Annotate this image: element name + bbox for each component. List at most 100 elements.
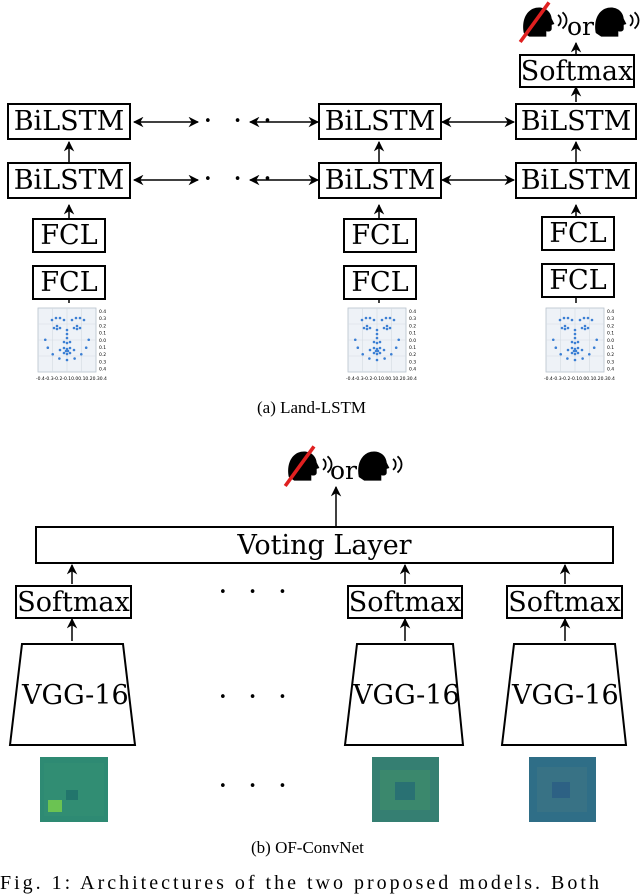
landmark-point: [576, 346, 580, 350]
bilstm-top-left: BiLSTM: [7, 103, 131, 140]
softmax-box: Softmax: [519, 54, 635, 88]
landmark-plot-ytick: 0.2: [99, 323, 106, 329]
landmark-point: [563, 327, 567, 331]
landmark-point: [572, 349, 576, 353]
landmark-point: [65, 352, 69, 356]
landmark-point: [394, 346, 398, 350]
landmark-point: [385, 327, 389, 331]
convnet-arrows: [66, 485, 571, 641]
softmax-box-right: Softmax: [506, 585, 623, 619]
bilstm-bottom-left: BiLSTM: [7, 162, 131, 199]
landmark-point: [375, 328, 379, 332]
landmark-point: [368, 357, 371, 360]
landmark-point: [562, 316, 566, 320]
landmark-point: [392, 318, 396, 322]
landmark-plot-ytick: 0.4: [99, 309, 106, 315]
landmark-plot-ytick: 0.4: [409, 367, 416, 373]
landmark-point: [586, 326, 590, 330]
output-or-text-a: or: [567, 12, 595, 41]
landmark-point: [62, 340, 66, 344]
landmark-point: [58, 326, 62, 330]
not-speaking-icon: [518, 1, 568, 44]
landmark-point: [595, 338, 599, 342]
landmark-point: [79, 352, 83, 356]
landmark-point: [375, 336, 379, 340]
landmark-plot-ytick: 0.3: [607, 316, 614, 322]
landmark-point: [375, 352, 379, 356]
lstm-horizontal-arrows: [132, 116, 516, 186]
ellipsis-b-softmax: • • •: [219, 585, 296, 600]
ellipsis-a-bottom: • • •: [204, 172, 281, 187]
landmark-plot-ytick: 0.1: [99, 331, 106, 337]
landmark-point: [554, 346, 558, 350]
figure-caption: Fig. 1: Architectures of the two propose…: [0, 872, 602, 894]
landmark-point: [397, 338, 401, 342]
caption-a: (a) Land-LSTM: [257, 398, 367, 417]
landmark-point: [82, 318, 86, 322]
landmark-point: [75, 324, 79, 328]
landmark-plot-ytick: 0.4: [409, 309, 416, 315]
bilstm-top-middle: BiLSTM: [318, 103, 442, 140]
landmark-point: [65, 336, 69, 340]
landmark-point: [360, 318, 364, 322]
landmark-point: [592, 346, 596, 350]
landmark-point: [581, 357, 584, 360]
vgg-label-middle: VGG-16: [353, 680, 460, 711]
landmark-point: [73, 357, 76, 360]
landmark-point: [583, 327, 587, 331]
bilstm-top-right: BiLSTM: [515, 103, 637, 140]
landmark-point: [563, 324, 567, 328]
landmark-point: [566, 326, 570, 330]
ellipsis-b-vgg: • • •: [219, 690, 296, 705]
landmark-point: [375, 341, 379, 345]
landmark-point: [353, 338, 357, 342]
voting-layer-box: Voting Layer: [35, 526, 614, 564]
landmark-point: [64, 349, 68, 353]
landmark-point: [570, 351, 574, 355]
landmark-point: [566, 348, 570, 352]
landmark-plot-ytick: 0.3: [99, 316, 106, 322]
landmark-point: [65, 347, 69, 351]
landmark-plot-ytick: 0.0: [607, 338, 614, 344]
landmark-point: [84, 346, 88, 350]
landmark-point: [68, 340, 72, 344]
landmark-point: [576, 340, 580, 344]
landmark-plot-ytick: 0.3: [99, 359, 106, 365]
landmark-plot-ytick: 0.2: [99, 352, 106, 358]
landmark-point: [586, 316, 590, 320]
caption-b: (b) OF-ConvNet: [251, 838, 364, 857]
landmark-point: [570, 340, 574, 344]
landmark-plot-ytick: 0.1: [99, 345, 106, 351]
landmark-point: [72, 326, 76, 330]
landmark-point: [573, 358, 577, 362]
landmark-point: [576, 351, 580, 355]
landmark-point: [389, 352, 393, 356]
not-speaking-icon: [283, 445, 333, 488]
landmark-point: [587, 352, 591, 356]
fcl-upper-left: FCL: [32, 218, 106, 253]
landmark-point: [65, 341, 69, 345]
landmark-point: [43, 338, 47, 342]
landmark-point: [78, 316, 82, 320]
landmark-point: [376, 349, 380, 353]
landmark-point: [566, 316, 570, 320]
landmark-point: [361, 352, 365, 356]
landmark-point: [368, 348, 372, 352]
landmark-point: [388, 316, 392, 320]
landmark-point: [365, 324, 369, 328]
landmark-point: [388, 326, 392, 330]
landmark-point: [566, 357, 569, 360]
landmark-point: [574, 349, 578, 353]
vgg-label-left: VGG-16: [22, 680, 129, 711]
fcl-upper-right: FCL: [541, 216, 615, 251]
landmark-point: [583, 324, 587, 328]
landmark-point: [372, 340, 376, 344]
landmark-point: [75, 327, 79, 331]
fcl-lower-right: FCL: [541, 263, 615, 298]
landmark-point: [551, 338, 555, 342]
landmark-point: [55, 324, 59, 328]
bilstm-bottom-right: BiLSTM: [515, 162, 637, 199]
fcl-upper-middle: FCL: [343, 218, 417, 253]
landmark-point: [65, 358, 69, 362]
landmark-point: [570, 346, 574, 350]
